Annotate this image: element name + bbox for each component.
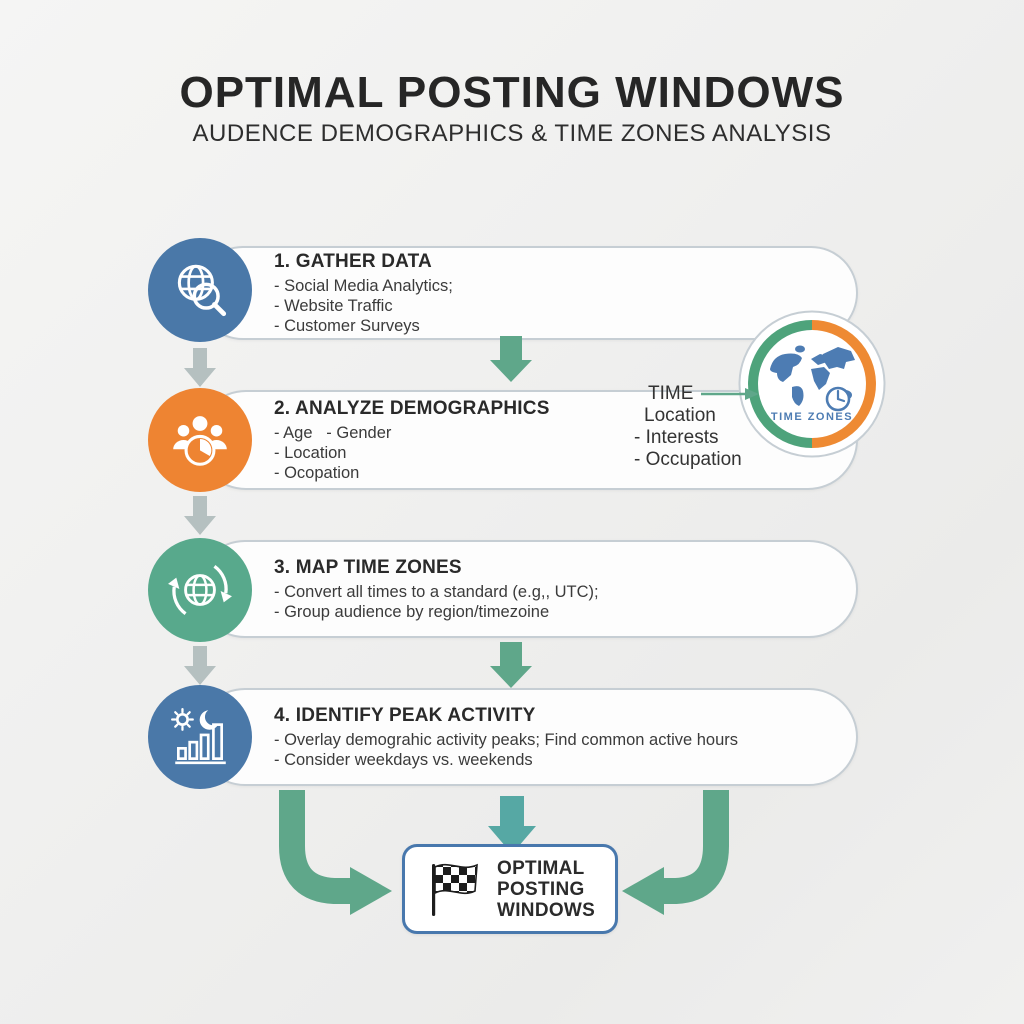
step-card-1: 1. GATHER DATA - Social Media Analytics;… bbox=[196, 246, 858, 340]
down-arrow-icon bbox=[184, 496, 216, 535]
arrowhead-icon bbox=[622, 867, 664, 915]
sun-moon-chart-icon bbox=[148, 685, 252, 789]
step-1-bullet: - Social Media Analytics; bbox=[274, 276, 453, 295]
result-line: POSTING bbox=[497, 878, 585, 900]
right-arrow-icon bbox=[701, 388, 760, 400]
curved-arrow-left bbox=[279, 790, 350, 904]
page-title: OPTIMAL POSTING WINDOWS bbox=[179, 68, 845, 117]
step-4-title: 4. IDENTIFY PEAK ACTIVITY bbox=[274, 704, 536, 726]
step-card-4: 4. IDENTIFY PEAK ACTIVITY - Overlay demo… bbox=[196, 688, 858, 786]
side-note-line: - Occupation bbox=[634, 449, 742, 470]
down-arrow-icon bbox=[490, 642, 532, 688]
side-note: TIME Location - Interests - Occupation bbox=[634, 383, 760, 471]
page-subtitle: AUDENCE DEMOGRAPHICS & TIME ZONES ANALYS… bbox=[192, 120, 832, 147]
people-clock-icon bbox=[148, 388, 252, 492]
globe-magnifier-icon bbox=[148, 238, 252, 342]
curved-arrow-right bbox=[664, 790, 729, 904]
side-note-label: TIME bbox=[648, 383, 694, 404]
step-3-bullet: - Convert all times to a standard (e.g,,… bbox=[274, 582, 599, 601]
side-note-line: - Interests bbox=[634, 427, 719, 448]
globe-sync-icon bbox=[148, 538, 252, 642]
checkered-flag-icon bbox=[425, 857, 483, 921]
result-line: WINDOWS bbox=[497, 899, 596, 921]
clock-icon bbox=[825, 386, 851, 412]
down-arrow-icon bbox=[184, 348, 216, 387]
world-map-icon bbox=[770, 345, 855, 406]
step-3-title: 3. MAP TIME ZONES bbox=[274, 556, 462, 578]
step-3-bullet: - Group audience by region/timezoine bbox=[274, 602, 550, 621]
step-4-bullet: - Consider weekdays vs. weekends bbox=[274, 750, 533, 769]
time-zones-label: TIME ZONES bbox=[770, 411, 854, 423]
down-arrow-icon bbox=[490, 336, 532, 382]
side-note-line: Location bbox=[644, 405, 716, 426]
step-1-title: 1. GATHER DATA bbox=[274, 250, 432, 272]
arrowhead-icon bbox=[350, 867, 392, 915]
time-zones-badge: TIME ZONES bbox=[737, 309, 887, 459]
result-line: OPTIMAL bbox=[497, 857, 585, 879]
step-4-bullet: - Overlay demograhic activity peaks; Fin… bbox=[274, 730, 739, 749]
step-2-bullet: - Ocopation bbox=[274, 463, 360, 482]
step-2-title: 2. ANALYZE DEMOGRAPHICS bbox=[274, 397, 550, 419]
step-2-bullet: - Age - Gender bbox=[274, 423, 392, 442]
result-box: OPTIMAL POSTING WINDOWS bbox=[402, 844, 618, 934]
down-arrow-icon bbox=[184, 646, 216, 685]
ring-right-half bbox=[811, 320, 876, 448]
step-2-bullet: - Location bbox=[274, 443, 347, 462]
step-1-bullet: - Customer Surveys bbox=[274, 316, 420, 335]
step-1-bullet: - Website Traffic bbox=[274, 296, 393, 315]
ring-left-half bbox=[748, 320, 813, 448]
step-card-3: 3. MAP TIME ZONES - Convert all times to… bbox=[196, 540, 858, 638]
